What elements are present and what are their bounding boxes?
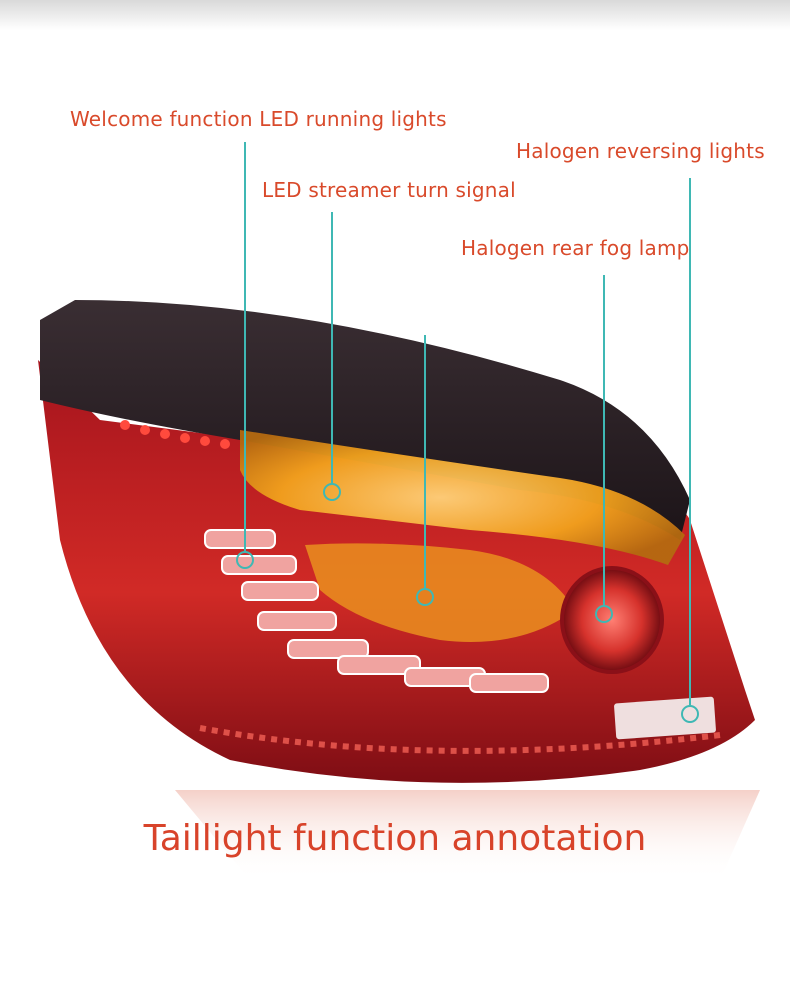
label-led-streamer-turn-signal: LED streamer turn signal bbox=[262, 178, 516, 202]
caption: Taillight function annotation bbox=[143, 818, 647, 859]
marker-streamer bbox=[323, 483, 341, 501]
leader-lines bbox=[236, 142, 699, 723]
marker-center bbox=[416, 588, 434, 606]
label-halogen-reversing-lights: Halogen reversing lights bbox=[516, 139, 765, 163]
marker-fog bbox=[595, 605, 613, 623]
label-welcome-led-running-lights: Welcome function LED running lights bbox=[70, 107, 447, 131]
marker-reversing bbox=[681, 705, 699, 723]
fog-lamp-projector bbox=[560, 566, 664, 674]
top-shadow-band bbox=[0, 0, 790, 30]
led-running-light-blades bbox=[204, 529, 549, 693]
reversing-light bbox=[614, 696, 716, 740]
marker-welcome bbox=[236, 551, 254, 569]
lamp-reflection bbox=[175, 790, 760, 880]
inner-amber-reflector bbox=[305, 543, 575, 642]
red-led-row bbox=[120, 420, 230, 449]
taillight-body bbox=[38, 300, 755, 783]
amber-turn-area bbox=[240, 430, 685, 565]
label-halogen-rear-fog-lamp: Halogen rear fog lamp bbox=[461, 236, 690, 260]
lower-led-strip bbox=[199, 725, 721, 754]
